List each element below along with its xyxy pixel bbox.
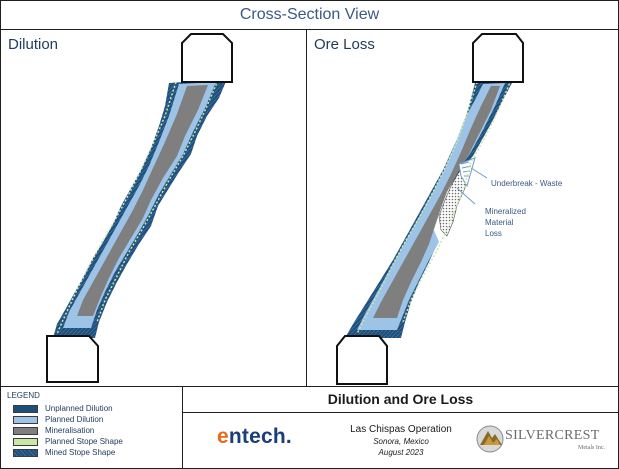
legend-label: Unplanned Dilution: [45, 404, 113, 413]
silvercrest-wordmark: SILVERCREST: [505, 428, 600, 443]
silvercrest-logo: SILVERCREST Metals Inc.: [475, 419, 615, 459]
legend-title: LEGEND: [7, 391, 40, 400]
ore-loss-panel: Ore Loss: [307, 30, 618, 386]
legend: LEGEND Unplanned Dilution Planned Diluti…: [1, 387, 183, 468]
mineralisation-zone-ore-loss: [373, 86, 500, 318]
dilution-cross-section: [46, 33, 233, 383]
operation-info: Las Chispas Operation Sonora, Mexico Aug…: [326, 424, 476, 458]
ore-loss-cross-section: Underbreak - Waste Mineralized Material …: [336, 33, 563, 385]
mineralized-label-line2: Material: [485, 218, 514, 227]
legend-label: Mineralisation: [45, 426, 95, 435]
legend-label: Planned Stope Shape: [45, 437, 123, 446]
mineralized-label-line1: Mineralized: [485, 207, 526, 216]
underbreak-leader-line: [470, 167, 488, 179]
planned-stope-line-right-ore-loss: [402, 79, 512, 323]
footer-divider: [1, 386, 618, 387]
unplanned-dilution-swatch: [13, 405, 38, 413]
lower-drive: [46, 335, 99, 383]
silvercrest-subtitle: Metals Inc.: [578, 445, 605, 451]
planned-dilution-swatch: [13, 416, 38, 424]
upper-drive-ore-loss: [472, 33, 524, 83]
mineralized-label-line3: Loss: [485, 229, 502, 238]
operation-date: August 2023: [378, 448, 424, 457]
mineralisation-swatch: [13, 427, 38, 435]
entech-logo-rest: ntech.: [228, 425, 292, 448]
lower-drive-ore-loss: [336, 335, 388, 385]
dilution-panel-title: Dilution: [8, 36, 59, 53]
underbreak-hatch-lines: [460, 161, 472, 177]
entech-logo-e: e: [217, 425, 229, 448]
mined-stope-shape-swatch: [13, 449, 38, 457]
legend-label: Planned Dilution: [45, 415, 104, 424]
footer-title: Dilution and Ore Loss: [183, 387, 618, 413]
planned-stope-line-left-ore-loss: [356, 81, 478, 335]
planned-stope-line-right: [96, 79, 219, 323]
underbreak-label: Underbreak - Waste: [491, 179, 563, 188]
planned-stope-line-left: [56, 81, 177, 335]
ore-loss-panel-title: Ore Loss: [314, 36, 375, 53]
header-title: Cross-Section View: [1, 1, 618, 30]
silvercrest-emblem-icon: [476, 425, 504, 453]
planned-stope-shape-swatch: [13, 438, 38, 446]
operation-name: Las Chispas Operation: [350, 424, 452, 435]
upper-drive: [181, 33, 233, 83]
mineralized-leader-line: [456, 187, 476, 205]
operation-location: Sonora, Mexico: [373, 437, 429, 446]
dilution-panel: Dilution: [1, 30, 307, 386]
entech-logo: entech.: [217, 425, 292, 449]
mineralisation-zone: [77, 85, 208, 316]
legend-label: Mined Stope Shape: [45, 448, 116, 457]
